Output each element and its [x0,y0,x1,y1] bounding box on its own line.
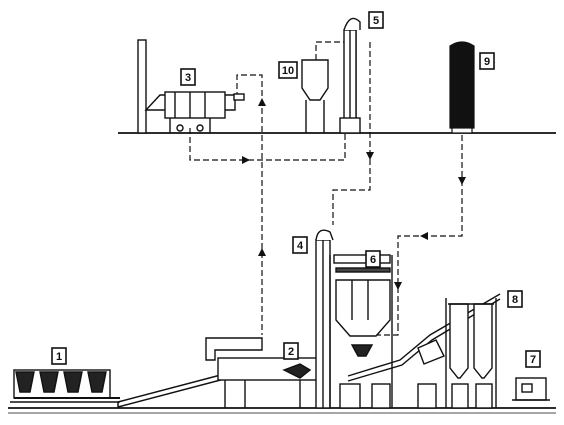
label-4-text: 4 [297,240,304,252]
dust-collector [137,39,245,134]
filler-elevator [339,17,361,134]
mixing-tower [329,254,393,409]
arrow-right-1 [242,156,250,164]
arrow-down-1 [366,152,374,160]
flow-dust-3-to-2 [236,74,263,335]
flow-5-to-6 [332,42,371,225]
arrow-up-2 [258,98,266,106]
label-6-text: 6 [370,254,376,266]
label-9-text: 9 [484,56,490,68]
flow-10-to-5 [315,41,355,60]
arrow-up-1 [258,248,266,256]
label-3: 3 [180,68,196,86]
label-5: 5 [368,11,384,29]
label-10: 10 [278,61,298,79]
label-4: 4 [292,236,308,254]
flow-lines [189,41,463,336]
flow-6-to-mixer [370,325,399,336]
label-5-text: 5 [373,15,379,27]
label-1-text: 1 [56,351,62,363]
storage-silos [347,293,501,409]
label-8: 8 [507,290,523,308]
flow-filter-down [189,128,346,161]
arrow-down-2 [458,177,466,185]
label-10-text: 10 [282,65,294,77]
filler-silo [301,59,329,133]
arrow-down-3 [394,282,402,290]
label-2-text: 2 [288,346,294,358]
dryer-drum [205,337,319,408]
label-7: 7 [525,350,541,368]
label-9: 9 [479,52,495,70]
arrow-left-1 [420,232,428,240]
label-8-text: 8 [512,294,518,306]
label-1: 1 [51,347,67,365]
label-3-text: 3 [185,72,191,84]
flow-9-to-6 [397,135,463,325]
cold-feed-bins [10,369,120,403]
flow-arrows [242,98,466,290]
control-cabin [512,377,550,401]
label-6: 6 [365,250,381,268]
label-2: 2 [283,342,299,360]
label-7-text: 7 [530,354,536,366]
bitumen-tank [449,41,475,134]
feed-conveyor [117,371,233,408]
